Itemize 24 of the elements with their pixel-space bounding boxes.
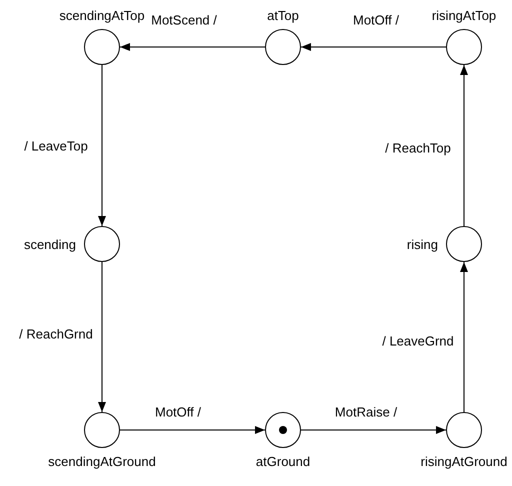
transition-arrow — [98, 262, 106, 412]
edge-label: MotScend / — [150, 12, 218, 28]
state-label: atGround — [256, 454, 310, 469]
edge-label: MotOff / — [352, 12, 400, 28]
state-label: rising — [406, 236, 438, 252]
state-label: scending — [24, 236, 76, 252]
edge-label: MotOff / — [154, 404, 202, 420]
transition-arrow — [460, 262, 468, 412]
transition-arrow — [98, 64, 106, 226]
transition-arrow — [300, 426, 446, 434]
state-label: risingAtGround — [420, 454, 508, 469]
state-label: scendingAtGround — [48, 454, 156, 469]
edge-label: / ReachTop — [384, 140, 452, 156]
edge-label: / LeaveTop — [23, 138, 89, 154]
transition-arrow — [460, 64, 468, 226]
edge-label: / ReachGrnd — [18, 326, 94, 342]
transition-arrow — [300, 43, 446, 51]
edge-label: MotRaise / — [334, 404, 398, 420]
state-label: risingAtTop — [432, 8, 496, 23]
state-label: scendingAtTop — [59, 8, 145, 23]
transition-arrow — [120, 43, 266, 51]
state-label: atTop — [267, 8, 299, 23]
transition-arrow — [120, 426, 266, 434]
edge-label: / LeaveGrnd — [381, 334, 455, 348]
